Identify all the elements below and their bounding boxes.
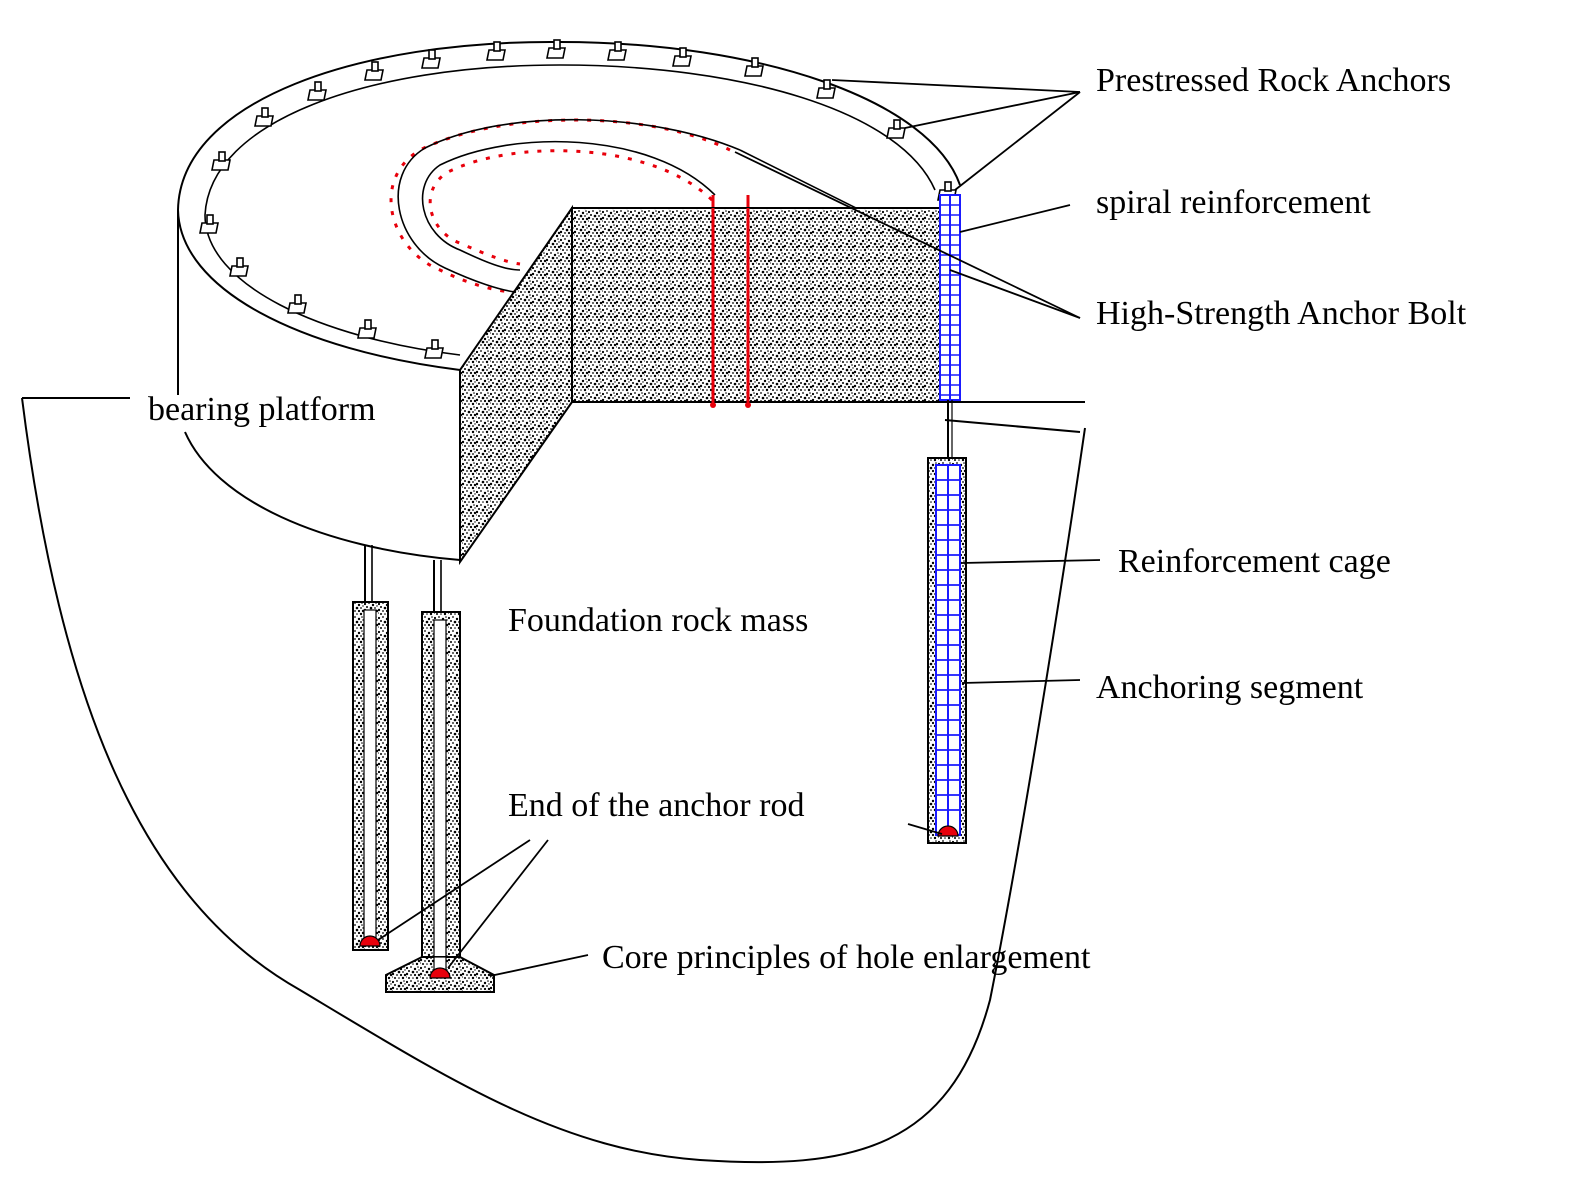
platform-bottom-curve	[184, 431, 461, 561]
rod-end-marker-middle	[429, 967, 451, 979]
label-core-principles-hole-enlargement: Core principles of hole enlargement	[602, 939, 1091, 976]
platform-section-slope	[459, 204, 573, 566]
platform-section-top	[571, 207, 961, 403]
label-prestressed-rock-anchors: Prestressed Rock Anchors	[1096, 62, 1451, 99]
label-reinforcement-cage: Reinforcement cage	[1118, 543, 1391, 580]
leader-lines	[377, 79, 1101, 977]
reinforcement-cage	[927, 457, 967, 844]
label-spiral-reinforcement: spiral reinforcement	[1096, 184, 1371, 221]
rock-mass-outline	[21, 397, 1086, 1164]
label-high-strength-anchor-bolt: High-Strength Anchor Bolt	[1096, 295, 1467, 332]
label-bearing-platform: bearing platform	[148, 391, 376, 428]
rock-mass-slope-edge	[944, 419, 1081, 433]
anchor-middle	[385, 560, 495, 993]
spiral-reinforcement	[939, 194, 961, 401]
label-foundation-rock-mass: Foundation rock mass	[508, 602, 808, 639]
rod-end-marker-left	[359, 935, 381, 947]
label-anchoring-segment: Anchoring segment	[1096, 669, 1364, 706]
platform-inner-rim	[204, 64, 936, 356]
anchor-left	[352, 545, 389, 951]
label-end-of-anchor-rod: End of the anchor rod	[508, 787, 804, 824]
prestressed-anchor-heads	[199, 39, 957, 359]
